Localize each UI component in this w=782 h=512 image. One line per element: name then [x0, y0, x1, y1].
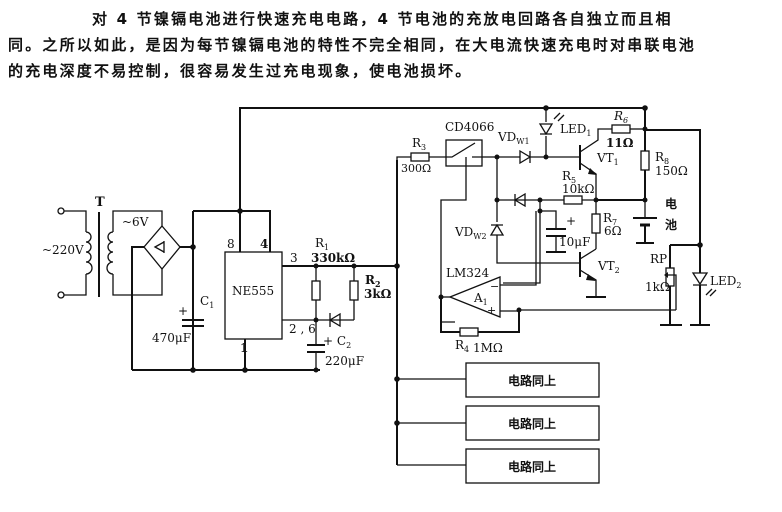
- c1-label: C1: [200, 294, 214, 310]
- resistor-r6: R6 11Ω: [606, 109, 648, 150]
- svg-text:1: 1: [240, 341, 248, 355]
- svg-text:+: +: [487, 304, 496, 317]
- zener-vdw2: VDW2: [454, 200, 580, 264]
- svg-text:R7: R7: [603, 211, 617, 227]
- c3-value: 10μF: [559, 235, 590, 249]
- lm324-opamp: − + A1 LM324: [438, 211, 676, 318]
- c2-value: 220μF: [325, 354, 364, 368]
- svg-text:VT1: VT1: [596, 151, 619, 167]
- resistor-r4: R4 1MΩ: [440, 297, 520, 355]
- r1-value: 330kΩ: [311, 251, 355, 265]
- svg-text:电路同上: 电路同上: [508, 373, 556, 388]
- resistor-r1: R1 330kΩ: [311, 236, 355, 320]
- input-terminal-bottom: [57, 291, 65, 299]
- svg-text:+ C2: + C2: [323, 334, 351, 350]
- led-2: LED2: [690, 245, 741, 326]
- battery-label-2: 池: [665, 217, 677, 232]
- r7-value: 6Ω: [604, 224, 622, 238]
- svg-text:LED1: LED1: [560, 122, 591, 138]
- c1-value: 470μF: [152, 331, 191, 345]
- resistor-r7: R7 6Ω: [591, 200, 622, 249]
- r6-value: 11Ω: [606, 136, 634, 150]
- svg-text:−: −: [490, 280, 499, 293]
- svg-text:R4 1MΩ: R4 1MΩ: [455, 338, 503, 355]
- led-1: LED1: [538, 108, 591, 160]
- svg-text:8: 8: [227, 237, 235, 251]
- svg-text:LED2: LED2: [710, 274, 741, 290]
- svg-text:电路同上: 电路同上: [508, 459, 556, 474]
- svg-text:R8: R8: [655, 150, 669, 166]
- r8-value: 150Ω: [655, 164, 688, 178]
- resistor-r3: R3 300Ω: [396, 136, 446, 175]
- svg-text:R6: R6: [613, 109, 628, 125]
- ac-input: ~220V: [42, 207, 87, 299]
- secondary-coil: [106, 231, 114, 275]
- input-terminal-top: [57, 207, 65, 215]
- resistor-r5: R5 10kΩ: [540, 169, 599, 205]
- potentiometer-rp: RP 1kΩ: [645, 242, 703, 326]
- r3-value: 300Ω: [401, 162, 431, 175]
- resistor-r2: R2 3kΩ: [349, 263, 392, 320]
- svg-text:VT2: VT2: [597, 259, 620, 275]
- description-line-1: 对 4 节镍镉电池进行快速充电电路，4 节电池的充放电回路各自独立而且相: [92, 10, 673, 28]
- description-paragraph: 对 4 节镍镉电池进行快速充电电路，4 节电池的充放电回路各自独立而且相 同。之…: [0, 6, 782, 84]
- resistor-r8: R8 150Ω: [640, 108, 688, 200]
- svg-text:R2: R2: [365, 273, 381, 289]
- channel-block-1: 电路同上: [465, 362, 600, 398]
- svg-text:R1: R1: [315, 236, 329, 252]
- transformer: T ~6V: [85, 195, 163, 297]
- channel-block-3: 电路同上: [465, 448, 600, 484]
- diode-r2: [313, 312, 354, 328]
- capacitor-c1: + C1 470μF: [152, 294, 214, 345]
- capacitor-10uf: + 10μF: [503, 200, 590, 284]
- battery: 电 池: [633, 196, 677, 244]
- cd4066-switch: CD4066: [440, 120, 494, 323]
- description-line-2: 同。之所以如此，是因为每节镍镉电池的特性不完全相同，在大电流快速充电时对串联电池: [8, 36, 697, 54]
- rp-label: RP: [650, 252, 667, 266]
- svg-text:3: 3: [290, 251, 298, 265]
- transistor-vt1: VT1: [579, 128, 619, 200]
- bridge-body: [143, 225, 181, 271]
- r2-value: 3kΩ: [364, 287, 392, 301]
- r5-value: 10kΩ: [562, 182, 595, 196]
- diode-d5: [510, 192, 543, 208]
- svg-text:电路同上: 电路同上: [508, 416, 556, 431]
- svg-text:2 , 6: 2 , 6: [289, 322, 316, 336]
- svg-text:+: +: [566, 214, 576, 228]
- secondary-voltage-label: ~6V: [122, 215, 149, 229]
- svg-text:+: +: [178, 304, 188, 318]
- ne555-chip: NE555 8 4 3 2 , 6 1: [224, 210, 397, 370]
- svg-text:R5: R5: [562, 169, 576, 185]
- transformer-label: T: [95, 195, 105, 210]
- svg-text:VDW1: VDW1: [497, 130, 530, 146]
- svg-text:R3: R3: [412, 136, 426, 152]
- zener-vdw1: VDW1: [497, 130, 580, 165]
- svg-text:A1: A1: [473, 291, 488, 307]
- input-voltage-label: ~220V: [42, 243, 84, 257]
- cd4066-label: CD4066: [445, 120, 494, 134]
- description-line-3: 的充电深度不易控制，很容易发生过充电现象，使电池损坏。: [8, 62, 473, 80]
- svg-text:VDW2: VDW2: [454, 225, 487, 241]
- bridge-rectifier: [131, 225, 193, 370]
- svg-text:4: 4: [260, 237, 268, 251]
- channel-block-2: 电路同上: [465, 405, 600, 441]
- rp-value: 1kΩ: [645, 280, 670, 294]
- diode-icon: [153, 240, 165, 254]
- r4-value: 1MΩ: [473, 341, 503, 355]
- battery-label-1: 电: [665, 196, 677, 211]
- capacitor-c2: + C2 220μF: [307, 320, 364, 373]
- lm324-label: LM324: [446, 266, 490, 280]
- feedback-wire: [496, 157, 510, 201]
- primary-coil: [85, 231, 93, 275]
- top-rail: [193, 107, 546, 212]
- transistor-vt2: VT2: [579, 248, 620, 298]
- ne555-label: NE555: [232, 284, 274, 298]
